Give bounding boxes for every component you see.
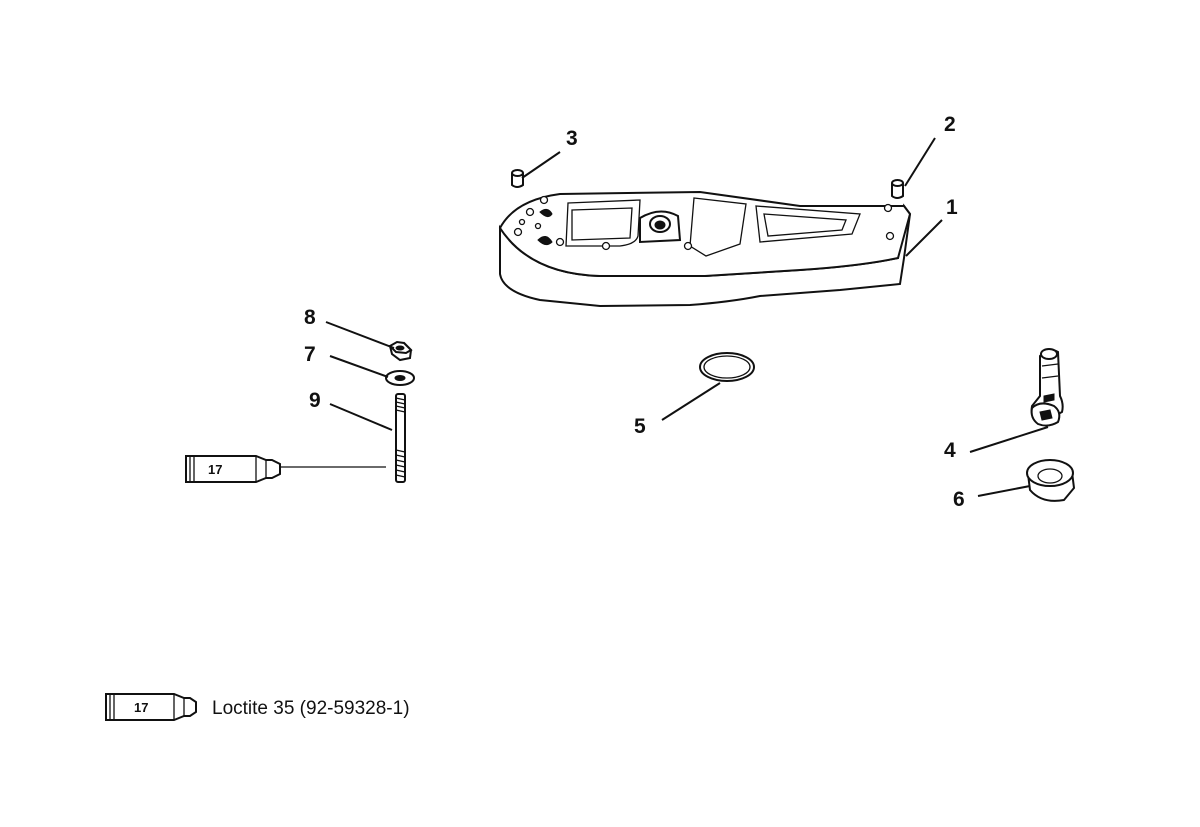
part-8-nut — [388, 340, 413, 362]
part-6-bushing — [1026, 459, 1076, 502]
tube-label: 17 — [208, 462, 222, 477]
callout-8: 8 — [304, 306, 316, 329]
callout-1: 1 — [946, 196, 958, 219]
legend: 17 Loctite 35 (92-59328-1) — [105, 693, 410, 721]
callout-4: 4 — [944, 439, 956, 462]
legend-text: Loctite 35 (92-59328-1) — [212, 698, 410, 719]
part-3-dowel-pin — [511, 169, 524, 188]
callout-9: 9 — [309, 389, 321, 412]
callout-5: 5 — [634, 415, 646, 438]
callout-numbers: 2 3 1 8 7 9 5 4 6 — [304, 113, 965, 511]
callout-7: 7 — [304, 343, 316, 366]
legend-tube-label: 17 — [134, 700, 148, 715]
part-9-stud — [395, 393, 406, 483]
callout-3: 3 — [566, 127, 578, 150]
part-4-bolt — [1030, 348, 1064, 427]
callout-2: 2 — [944, 113, 956, 136]
part-2-dowel-pin — [891, 179, 904, 199]
legend-tube-icon: 17 — [105, 693, 197, 721]
leader-lines — [325, 137, 1049, 497]
part-7-washer — [385, 370, 415, 386]
callout-6: 6 — [953, 488, 965, 511]
part-5-o-ring — [699, 352, 755, 382]
sealant-tube-icon: 17 — [185, 455, 281, 483]
part-1-adapter-plate — [498, 190, 912, 308]
